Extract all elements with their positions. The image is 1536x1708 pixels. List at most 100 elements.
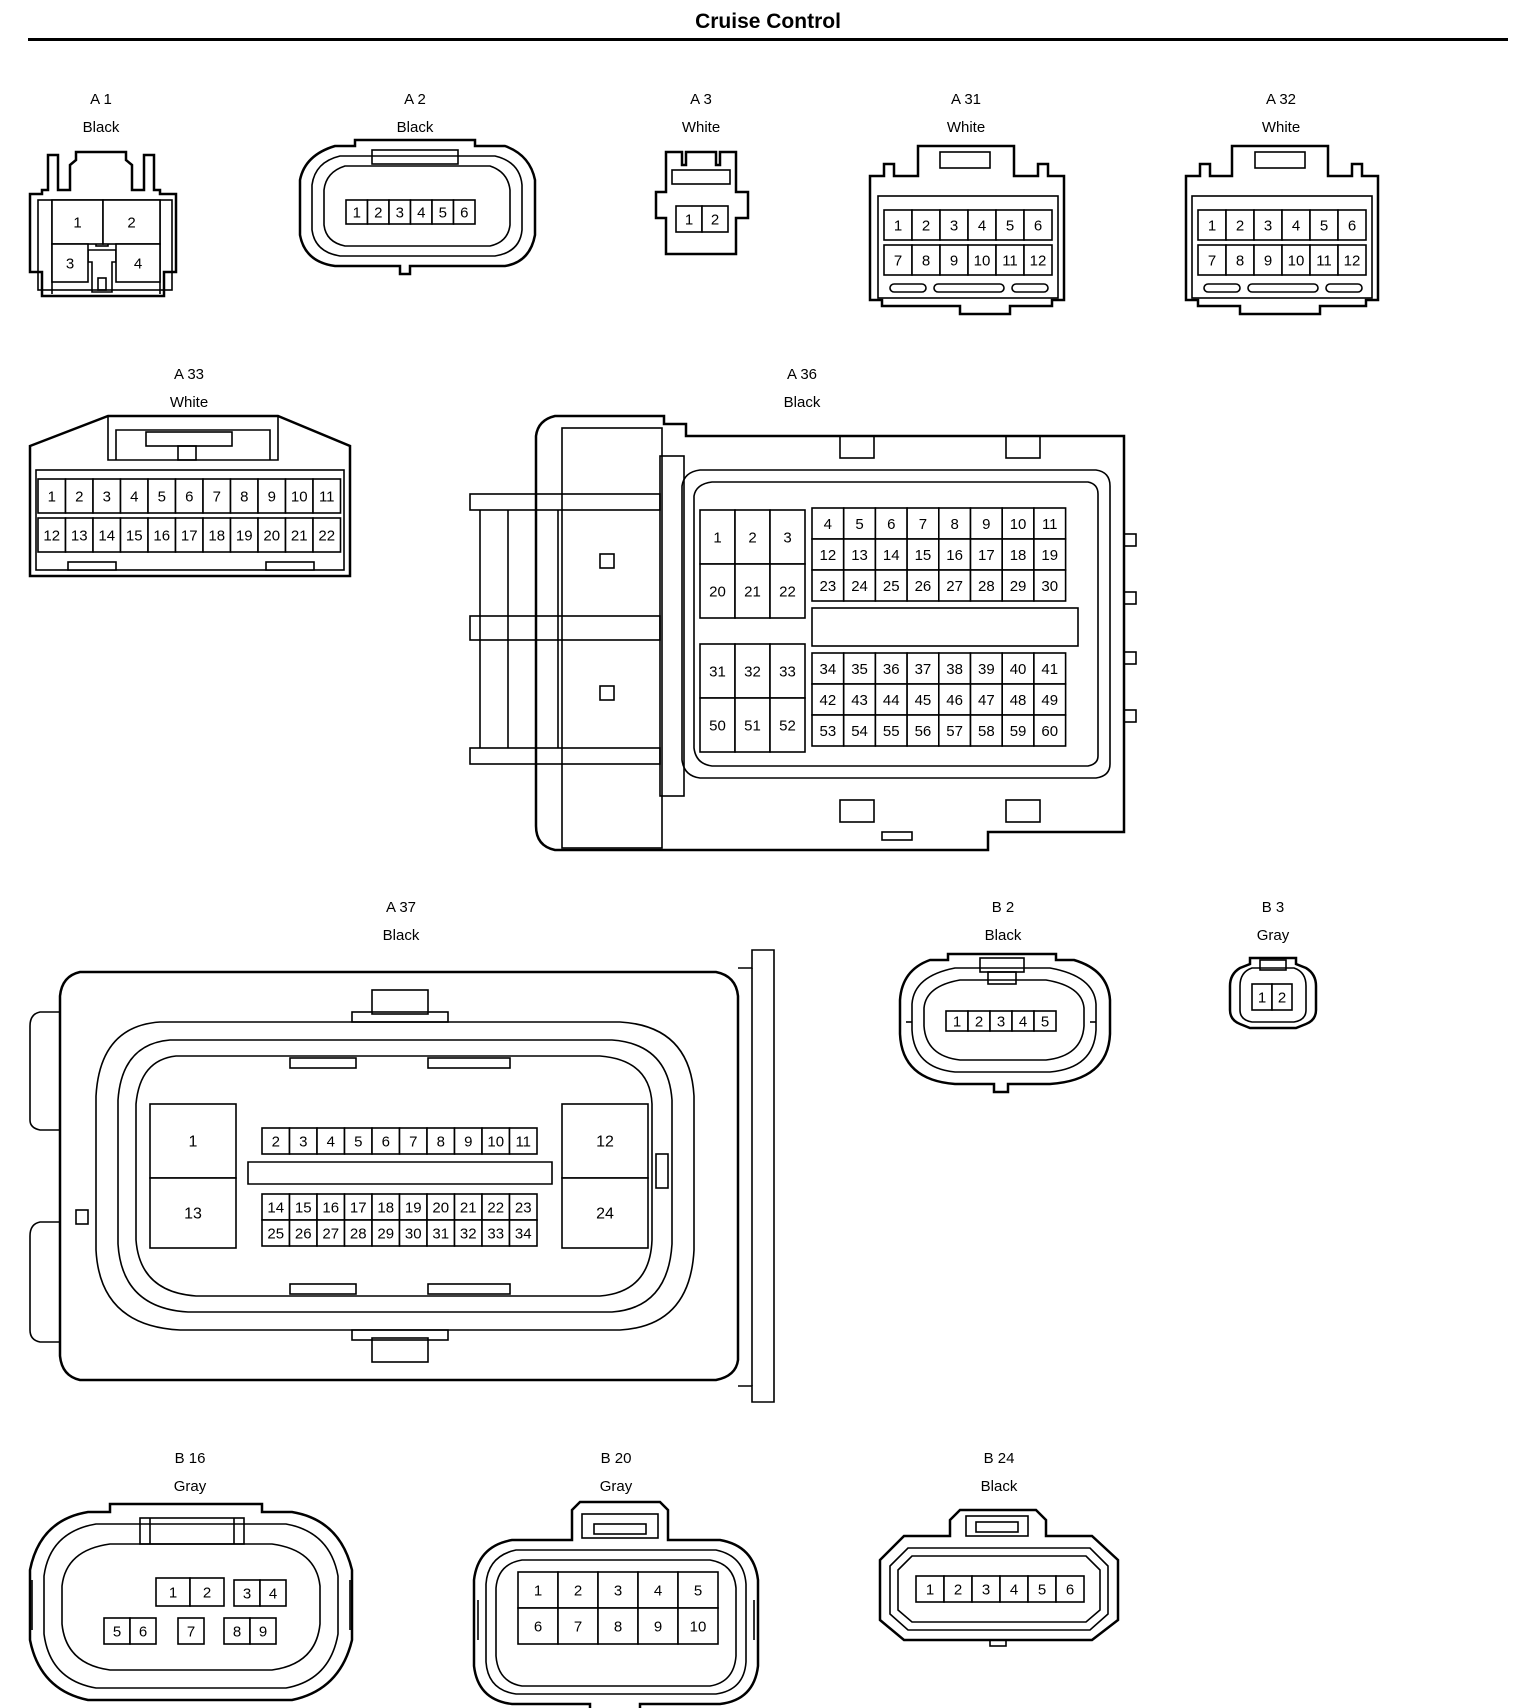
pin-label: 7 [919, 516, 927, 533]
connector-a2-color: Black [397, 119, 434, 136]
pin-a36-57: 57 [937, 714, 972, 747]
pin-a36-58: 58 [969, 714, 1004, 747]
pin-label: 3 [783, 530, 791, 547]
pin-a36-5: 5 [842, 507, 877, 540]
pin-label: 3 [299, 1134, 307, 1151]
pin-label: 9 [268, 489, 276, 506]
pin-a37-28: 28 [343, 1219, 373, 1247]
pin-label: 14 [883, 547, 900, 564]
connector-a1-code: A 1 [90, 91, 112, 108]
pin-label: 46 [946, 692, 963, 709]
pin-a33-11: 11 [312, 478, 342, 514]
pin-label: 2 [272, 1134, 280, 1151]
pin-cell [995, 244, 1025, 276]
pin-label: 28 [978, 578, 995, 595]
pin-a37-2: 2 [261, 1127, 291, 1155]
connector-a32-color: White [1262, 119, 1300, 136]
pin-b2-5: 5 [1033, 1010, 1057, 1032]
connector-b24-code: B 24 [984, 1450, 1015, 1467]
pin-label: 3 [66, 256, 74, 273]
pin-label: 2 [711, 212, 719, 229]
pin-b16-3: 3 [233, 1579, 261, 1607]
pin-label: 2 [574, 1583, 582, 1600]
pin-label: 31 [432, 1226, 449, 1243]
pin-b16-8: 8 [223, 1617, 251, 1645]
pin-a36-11: 11 [1033, 507, 1067, 540]
pin-label: 19 [236, 528, 253, 545]
pin-cell [701, 205, 729, 233]
pin-b2-4: 4 [1011, 1010, 1035, 1032]
pin-label: 1 [73, 215, 81, 232]
pin-label: 15 [126, 528, 143, 545]
pin-label: 48 [1010, 692, 1027, 709]
pin-cell [174, 478, 204, 514]
pin-cell [811, 683, 845, 716]
pin-label: 42 [820, 692, 837, 709]
pin-label: 1 [713, 530, 721, 547]
connector-b20-color: Gray [600, 1478, 633, 1495]
pin-label: 50 [709, 718, 726, 735]
pin-label: 5 [439, 205, 447, 222]
pin-b24-1: 1 [915, 1575, 945, 1603]
pin-cell [51, 243, 89, 283]
pin-label: 1 [685, 212, 693, 229]
pin-label: 32 [744, 664, 761, 681]
pin-cell [119, 478, 149, 514]
pin-a36-6: 6 [874, 507, 908, 540]
pin-label: 8 [614, 1619, 622, 1636]
pin-cell [906, 683, 940, 716]
pin-a36-3: 3 [769, 509, 806, 565]
pin-a36-27: 27 [937, 569, 972, 602]
pin-cell [969, 714, 1004, 747]
pin-cell [284, 517, 314, 553]
pin-b20-7: 7 [557, 1607, 599, 1645]
pin-label: 5 [113, 1624, 121, 1641]
pin-a36-28: 28 [969, 569, 1004, 602]
pin-label: 33 [487, 1226, 504, 1243]
pin-a31-1: 1 [883, 209, 913, 241]
pin-label: 10 [487, 1134, 504, 1151]
connector-b2-code: B 2 [992, 899, 1015, 916]
pin-cell [481, 1193, 511, 1221]
pin-cell [1033, 652, 1067, 685]
pin-a33-6: 6 [174, 478, 204, 514]
pin-label: 5 [1320, 218, 1328, 235]
pin-label: 21 [460, 1200, 477, 1217]
pin-a36-20: 20 [699, 563, 736, 619]
pin-a36-56: 56 [906, 714, 940, 747]
pin-label: 6 [382, 1134, 390, 1151]
pin-label: 34 [515, 1226, 532, 1243]
connector-a37-color: Black [383, 927, 420, 944]
pin-a33-21: 21 [284, 517, 314, 553]
pin-a36-18: 18 [1001, 538, 1035, 571]
pin-a33-17: 17 [174, 517, 204, 553]
pin-label: 5 [354, 1134, 362, 1151]
pin-a37-4: 4 [316, 1127, 346, 1155]
pin-label: 10 [1010, 516, 1027, 533]
pin-cell [734, 643, 771, 699]
pin-label: 14 [98, 528, 115, 545]
pin-label: 3 [243, 1586, 251, 1603]
pin-a1-2: 2 [102, 199, 161, 245]
pin-a36-26: 26 [906, 569, 940, 602]
pin-a36-51: 51 [734, 697, 771, 753]
pin-label: 17 [978, 547, 995, 564]
pin-label: 1 [894, 218, 902, 235]
pin-a36-24: 24 [842, 569, 877, 602]
pin-b2-2: 2 [967, 1010, 991, 1032]
pin-label: 16 [322, 1200, 339, 1217]
pin-a36-60: 60 [1033, 714, 1067, 747]
pin-label: 25 [267, 1226, 284, 1243]
pin-a37-26: 26 [288, 1219, 318, 1247]
pin-cell [769, 643, 806, 699]
pin-b24-3: 3 [971, 1575, 1001, 1603]
pin-cell [874, 714, 908, 747]
pin-a32-4: 4 [1281, 209, 1311, 241]
pin-a31-11: 11 [995, 244, 1025, 276]
pin-cell [64, 517, 94, 553]
pin-a31-5: 5 [995, 209, 1025, 241]
pin-label: 9 [982, 516, 990, 533]
connector-a31-code: A 31 [951, 91, 981, 108]
pin-a32-9: 9 [1253, 244, 1283, 276]
pin-label: 2 [748, 530, 756, 547]
